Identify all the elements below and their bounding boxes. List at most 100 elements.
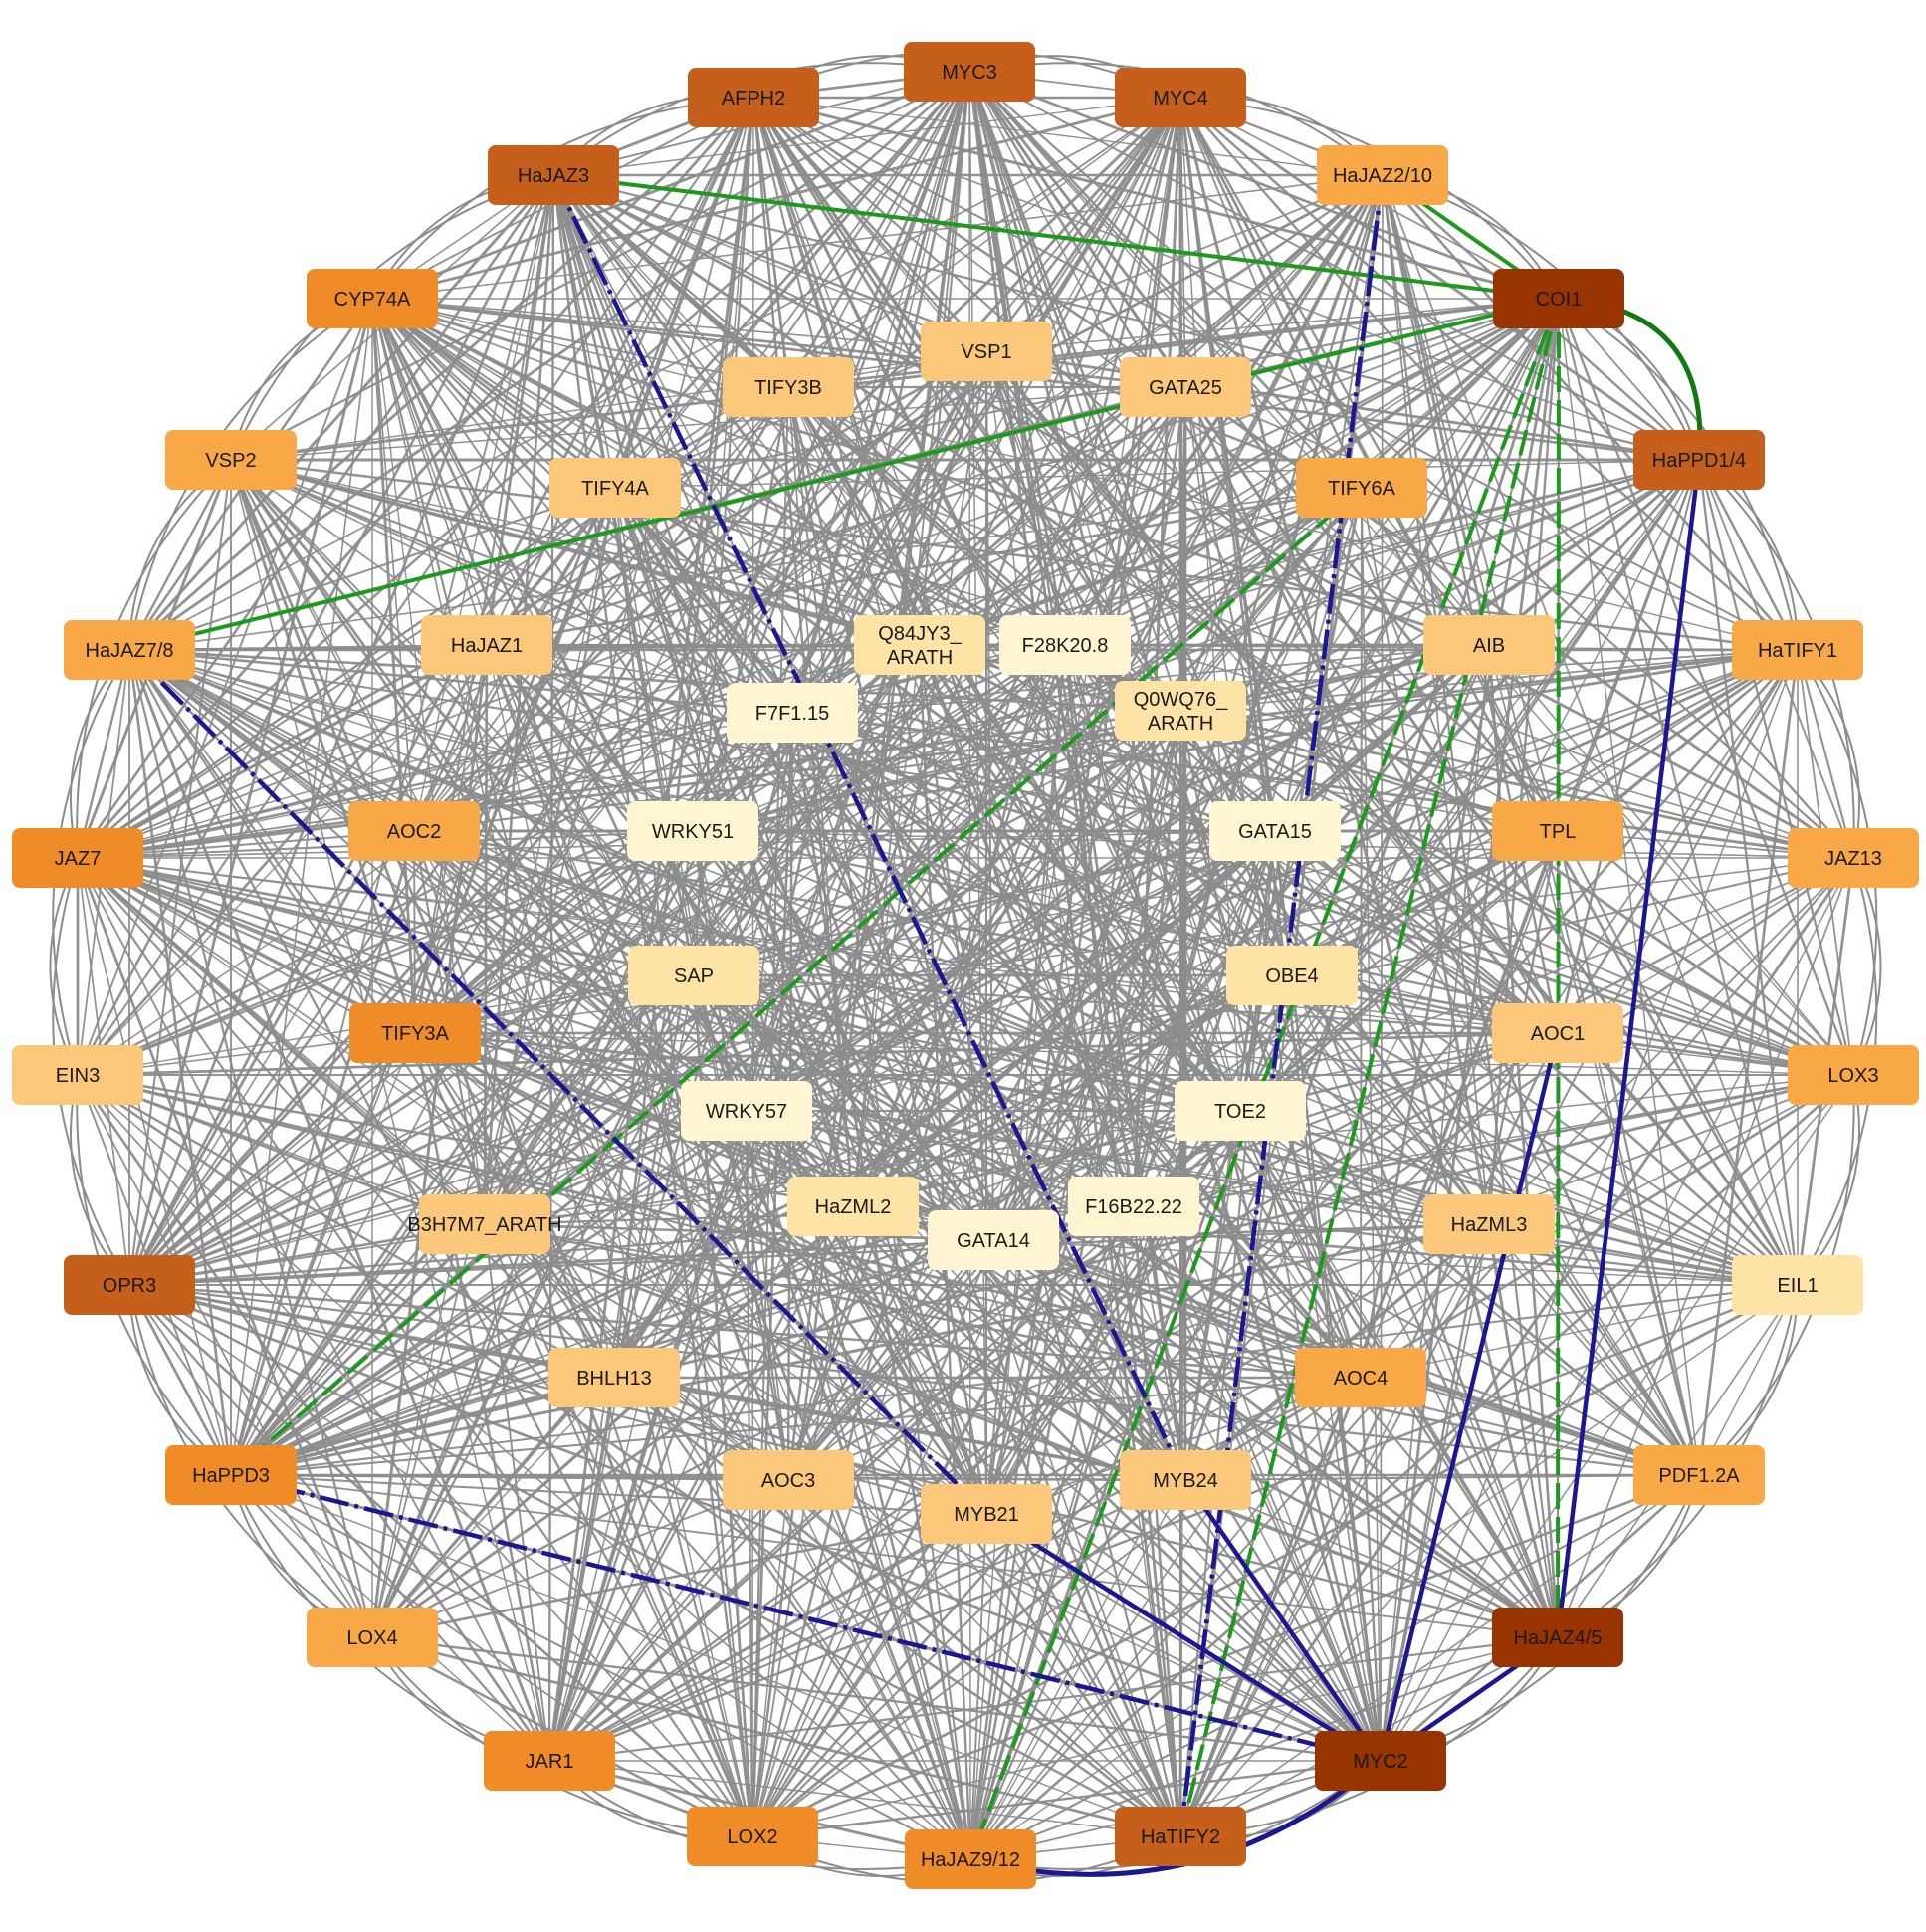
edge-tify4a-lox2 (614, 487, 753, 1837)
node-hatify1[interactable]: HaTIFY1 (1732, 620, 1863, 680)
node-hazml3[interactable]: HaZML3 (1423, 1194, 1555, 1254)
node-aoc3[interactable]: AOC3 (723, 1450, 854, 1510)
edge-b3h7m7-arath-hajaz4-5 (484, 1223, 1559, 1638)
node-label: Q84JY3_ (878, 623, 962, 645)
edge-b3h7m7-arath-pdf1-2a (484, 1222, 1700, 1477)
edge-hatify1-aoc2 (413, 648, 1799, 833)
node-box (1175, 1081, 1306, 1141)
edge-opr3-happd3 (127, 1284, 233, 1476)
edge-aoc2-aoc4 (413, 829, 1362, 1380)
node-myb24[interactable]: MYB24 (1120, 1450, 1251, 1510)
highlight-edge-hajaz7-8-coi1 (128, 297, 1560, 652)
node-box (1423, 1194, 1555, 1254)
edge-tify3a-myb24 (414, 1031, 1186, 1482)
node-hazml2[interactable]: HaZML2 (787, 1177, 919, 1236)
node-box (687, 1807, 818, 1866)
node-gata25[interactable]: GATA25 (1120, 357, 1251, 417)
node-box (349, 1003, 481, 1063)
node-myc3[interactable]: MYC3 (904, 42, 1035, 102)
edge-jaz13-hajaz4-5 (1557, 857, 1854, 1638)
node-hajaz4-5[interactable]: HaJAZ4/5 (1492, 1608, 1623, 1667)
highlight-edge-myb21-myc2 (984, 1512, 1383, 1763)
edge-hajaz1-aoc3 (485, 644, 790, 1481)
edge-lox3-hatify2 (1179, 1074, 1854, 1837)
edge-ein3-aoc3 (77, 1073, 789, 1482)
node-aoc2[interactable]: AOC2 (348, 801, 480, 861)
node-hatify2[interactable]: HaTIFY2 (1115, 1807, 1246, 1866)
node-eil1[interactable]: EIL1 (1732, 1255, 1863, 1315)
node-bhlh13[interactable]: BHLH13 (548, 1348, 680, 1407)
node-opr3[interactable]: OPR3 (64, 1255, 195, 1315)
edge-hatify1-gata15 (1274, 649, 1799, 832)
node-lox2[interactable]: LOX2 (687, 1807, 818, 1866)
node-ein3[interactable]: EIN3 (12, 1045, 143, 1105)
node-afph2[interactable]: AFPH2 (688, 68, 819, 127)
edge-happd1-4-lox3 (1697, 459, 1855, 1076)
node-tpl[interactable]: TPL (1492, 801, 1623, 861)
node-jar1[interactable]: JAR1 (484, 1731, 615, 1791)
edge-vsp2-f28k20-8 (230, 459, 1066, 646)
node-box (1295, 1348, 1426, 1407)
node-hajaz2-10[interactable]: HaJAZ2/10 (1317, 145, 1448, 205)
node-aib[interactable]: AIB (1423, 615, 1555, 675)
node-aoc4[interactable]: AOC4 (1295, 1348, 1426, 1407)
node-q0wq76-arath[interactable]: Q0WQ76_ARATH (1115, 681, 1246, 741)
node-obe4[interactable]: OBE4 (1226, 946, 1358, 1005)
node-f7f1-15[interactable]: F7F1.15 (727, 683, 858, 743)
node-coi1[interactable]: COI1 (1493, 269, 1624, 328)
edge-opr3-hajaz9-12 (128, 1284, 971, 1860)
node-cyp74a[interactable]: CYP74A (307, 269, 438, 328)
node-label: AOC4 (1334, 1368, 1388, 1390)
node-toe2[interactable]: TOE2 (1175, 1081, 1306, 1141)
node-jaz7[interactable]: JAZ7 (12, 828, 143, 888)
edge-tify4a-jaz13 (614, 487, 1854, 859)
edge-jaz13-myc2 (1380, 857, 1854, 1762)
edge-opr3-jar1 (128, 1284, 550, 1762)
node-label: F16B22.22 (1085, 1196, 1182, 1218)
node-f16b22-22[interactable]: F16B22.22 (1068, 1177, 1199, 1236)
node-happd1-4[interactable]: HaPPD1/4 (1633, 430, 1765, 490)
node-wrky57[interactable]: WRKY57 (681, 1081, 812, 1141)
node-label: GATA14 (957, 1230, 1030, 1252)
edge-afph2-ein3 (77, 97, 754, 1076)
node-happd3[interactable]: HaPPD3 (165, 1445, 297, 1505)
node-pdf1-2a[interactable]: PDF1.2A (1633, 1445, 1765, 1505)
node-myc2[interactable]: MYC2 (1315, 1731, 1446, 1791)
node-vsp2[interactable]: VSP2 (165, 430, 297, 490)
edge-obe4-hazml2 (852, 973, 1293, 1208)
node-hajaz3[interactable]: HaJAZ3 (488, 145, 619, 205)
node-tify6a[interactable]: TIFY6A (1296, 458, 1427, 518)
edge-jaz7-hazml3 (77, 857, 1490, 1225)
node-myc4[interactable]: MYC4 (1115, 68, 1246, 127)
node-aoc1[interactable]: AOC1 (1492, 1003, 1623, 1063)
node-q84jy3-arath[interactable]: Q84JY3_ARATH (854, 615, 985, 675)
node-jaz13[interactable]: JAZ13 (1788, 828, 1919, 888)
edge-f16b22-22-hatify2 (1132, 1205, 1182, 1837)
node-sap[interactable]: SAP (628, 946, 759, 1005)
edge-aoc3-myc2 (787, 1479, 1382, 1762)
node-lox4[interactable]: LOX4 (307, 1608, 438, 1667)
node-vsp1[interactable]: VSP1 (921, 322, 1052, 381)
node-lox3[interactable]: LOX3 (1788, 1045, 1919, 1105)
node-hajaz1[interactable]: HaJAZ1 (421, 615, 552, 675)
node-tify4a[interactable]: TIFY4A (549, 458, 681, 518)
node-myb21[interactable]: MYB21 (921, 1484, 1052, 1544)
highlight-edge-coi1-hajaz4-5 (1556, 298, 1561, 1638)
node-box (1120, 1450, 1251, 1510)
node-box (1493, 269, 1624, 328)
edge-myc3-opr3 (128, 71, 970, 1286)
edge-b3h7m7-arath-aoc4 (484, 1223, 1362, 1379)
node-hajaz7-8[interactable]: HaJAZ7/8 (64, 620, 195, 680)
node-gata14[interactable]: GATA14 (928, 1210, 1059, 1270)
edge-lox3-lox4 (371, 1074, 1854, 1638)
node-hajaz9-12[interactable]: HaJAZ9/12 (905, 1829, 1036, 1889)
edge-hajaz3-hajaz1 (485, 174, 555, 646)
node-tify3a[interactable]: TIFY3A (349, 1003, 481, 1063)
node-b3h7m7-arath[interactable]: B3H7M7_ARATH (407, 1194, 562, 1254)
node-wrky51[interactable]: WRKY51 (627, 801, 758, 861)
node-gata15[interactable]: GATA15 (1209, 801, 1341, 861)
edge-coi1-tify4a (614, 297, 1560, 490)
node-tify3b[interactable]: TIFY3B (723, 357, 854, 417)
edge-aoc4-myc2 (1359, 1377, 1383, 1762)
node-f28k20-8[interactable]: F28K20.8 (999, 615, 1131, 675)
